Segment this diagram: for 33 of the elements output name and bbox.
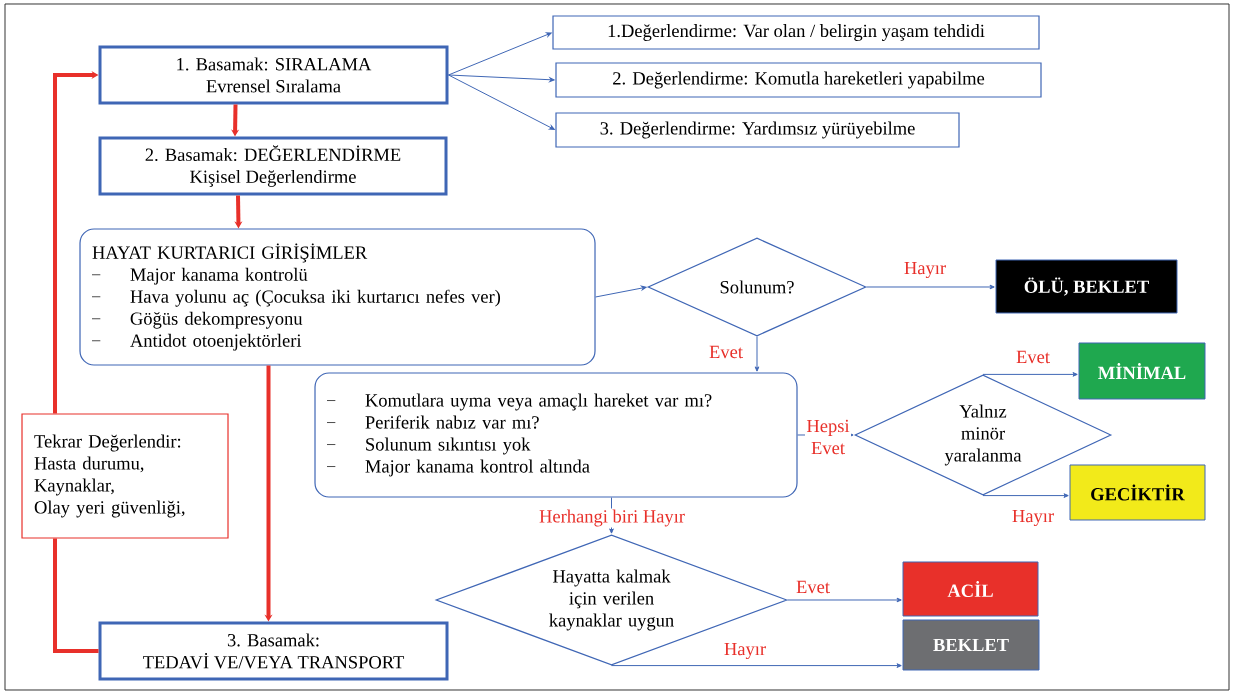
outcome-box: MİNİMAL [1078,342,1206,400]
rounded-box: Komutlara uyma veya amaçlı hareket var mı? Periferik nabız var mı? Solunum sıkıntısı yok Major kanama kontrol altında [314,372,798,498]
arrow [611,663,902,668]
edge-label: Hepsi Evet [805,418,851,456]
arrow [787,597,902,603]
note-box: Tekrar Değerlendir: Hasta durumu, Kaynaklar, Olay yeri güvenliği, [21,413,229,539]
assessment-box: 2. Değerlendirme: Komutla hareketleri yapabilme [555,62,1042,98]
outcome-box: BEKLET [902,619,1040,671]
edge-label: Evet [708,344,744,360]
rounded-box: HAYAT KURTARICI GİRİŞİMLER Major kanama kontrolü Hava yolunu aç (Çocuksa iki kurtarıcı nefes ver) Göğüs dekompresyonu Antidot otoenjektörleri [79,228,596,366]
arrow [595,285,647,298]
outcome-box: GECİKTİR [1069,464,1206,521]
arrow [448,74,555,83]
edge-label: Herhangi biri Hayır [538,508,686,528]
arrow [448,32,552,76]
edge-label: Hayır [1010,508,1056,528]
edge-label: Evet [1015,349,1051,365]
edge-label: Evet [795,579,831,595]
arrow [754,336,760,372]
step-box: 2. Basamak: DEĞERLENDİRME Kişisel Değerlendirme [98,136,448,196]
edge-label: Hayır [722,641,768,661]
step-box: 3. Basamak: TEDAVİ VE/VEYA TRANSPORT [98,621,449,681]
outcome-box: ÖLÜ, BEKLET [995,259,1178,314]
arrow [982,372,1078,377]
outcome-box: ACİL [902,561,1039,617]
arrow [982,493,1069,498]
edge-label: Hayır [902,260,948,280]
assessment-box: 3. Değerlendirme: Yardımsız yürüyebilme [555,112,960,148]
assessment-box: 1.Değerlendirme: Var olan / belirgin yaşam tehdidi [552,15,1040,50]
arrow [448,74,555,130]
arrow [866,284,995,290]
step-box: 1. Basamak: SIRALAMA Evrensel Sıralama [98,45,449,105]
arrow [609,497,614,534]
